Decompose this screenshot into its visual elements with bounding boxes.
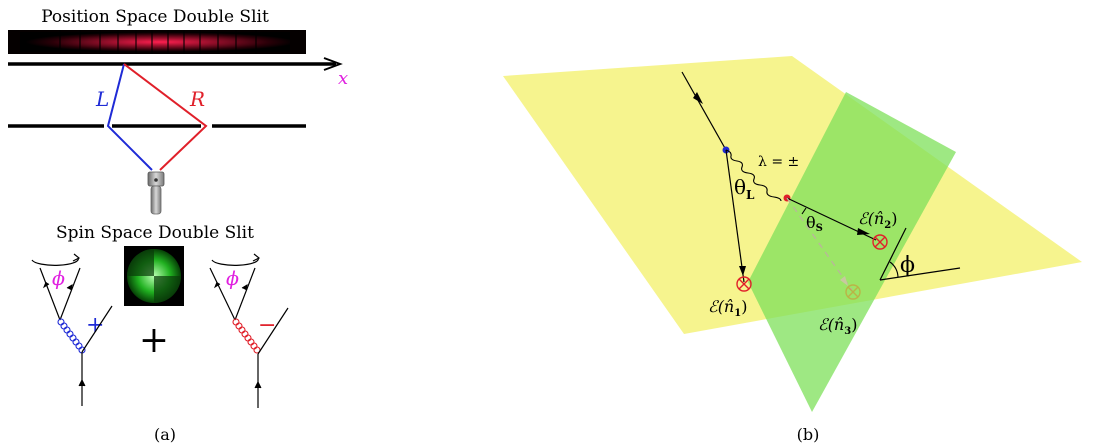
plus-between: + <box>139 320 169 361</box>
green-plane <box>748 92 956 412</box>
flashlight-icon <box>147 171 165 215</box>
caption-b: (b) <box>797 425 820 444</box>
dashed-path <box>786 197 853 291</box>
sign-minus: − <box>258 313 276 338</box>
incoming-arrowhead <box>693 92 703 104</box>
photon-wiggle <box>725 149 782 202</box>
theta-s-label: θS <box>806 213 823 234</box>
x-axis-label: x <box>338 68 348 89</box>
gluon-spring-blue <box>57 318 86 354</box>
path-right <box>123 63 208 171</box>
feynman-diagram-plus: ϕ + <box>31 253 113 406</box>
polarization-n2-icon <box>872 234 888 250</box>
polarization-n3-icon <box>845 284 861 300</box>
phi-arc <box>889 261 899 278</box>
panel-b: λ = ± θL θS ℰ(n̂1) ℰ(n̂2) ℰ(n̂3) ϕ (b) <box>503 56 1082 444</box>
rotation-arrow-left-icon <box>31 257 79 266</box>
e-n3-label: ℰ(n̂3) <box>818 315 857 337</box>
gluon-spring-red <box>232 318 261 354</box>
fringe-stripes <box>59 30 257 54</box>
phi-right: ϕ <box>226 268 239 290</box>
rotation-arrow-right-icon <box>211 257 259 266</box>
plane-edge-line <box>879 267 961 281</box>
phi-label: ϕ <box>900 253 915 278</box>
theta-s-arc <box>801 207 807 215</box>
path-right-label: R <box>189 87 205 111</box>
e-n1-label: ℰ(n̂1) <box>708 297 747 319</box>
spin-pattern-disk <box>124 246 184 306</box>
sign-plus: + <box>86 313 104 338</box>
fringe-glow <box>20 32 290 52</box>
path-left <box>106 63 153 171</box>
x-axis-arrowhead <box>323 57 343 71</box>
phi-left: ϕ <box>52 268 65 290</box>
path-left-label: L <box>95 87 109 111</box>
polarization-n1-icon <box>736 276 752 292</box>
spin-title: Spin Space Double Slit <box>56 223 254 243</box>
theta-l-label: θL <box>734 175 755 202</box>
yellow-plane <box>503 56 1082 334</box>
caption-a: (a) <box>154 425 176 444</box>
position-title: Position Space Double Slit <box>41 7 269 27</box>
green-edge-line <box>879 227 907 281</box>
helicity-label: λ = ± <box>758 154 799 170</box>
feynman-diagram-minus: ϕ − <box>209 253 289 408</box>
panel-a: Position Space Double Slit x L R <box>8 7 348 444</box>
e-n2-label: ℰ(n̂2) <box>858 209 897 231</box>
